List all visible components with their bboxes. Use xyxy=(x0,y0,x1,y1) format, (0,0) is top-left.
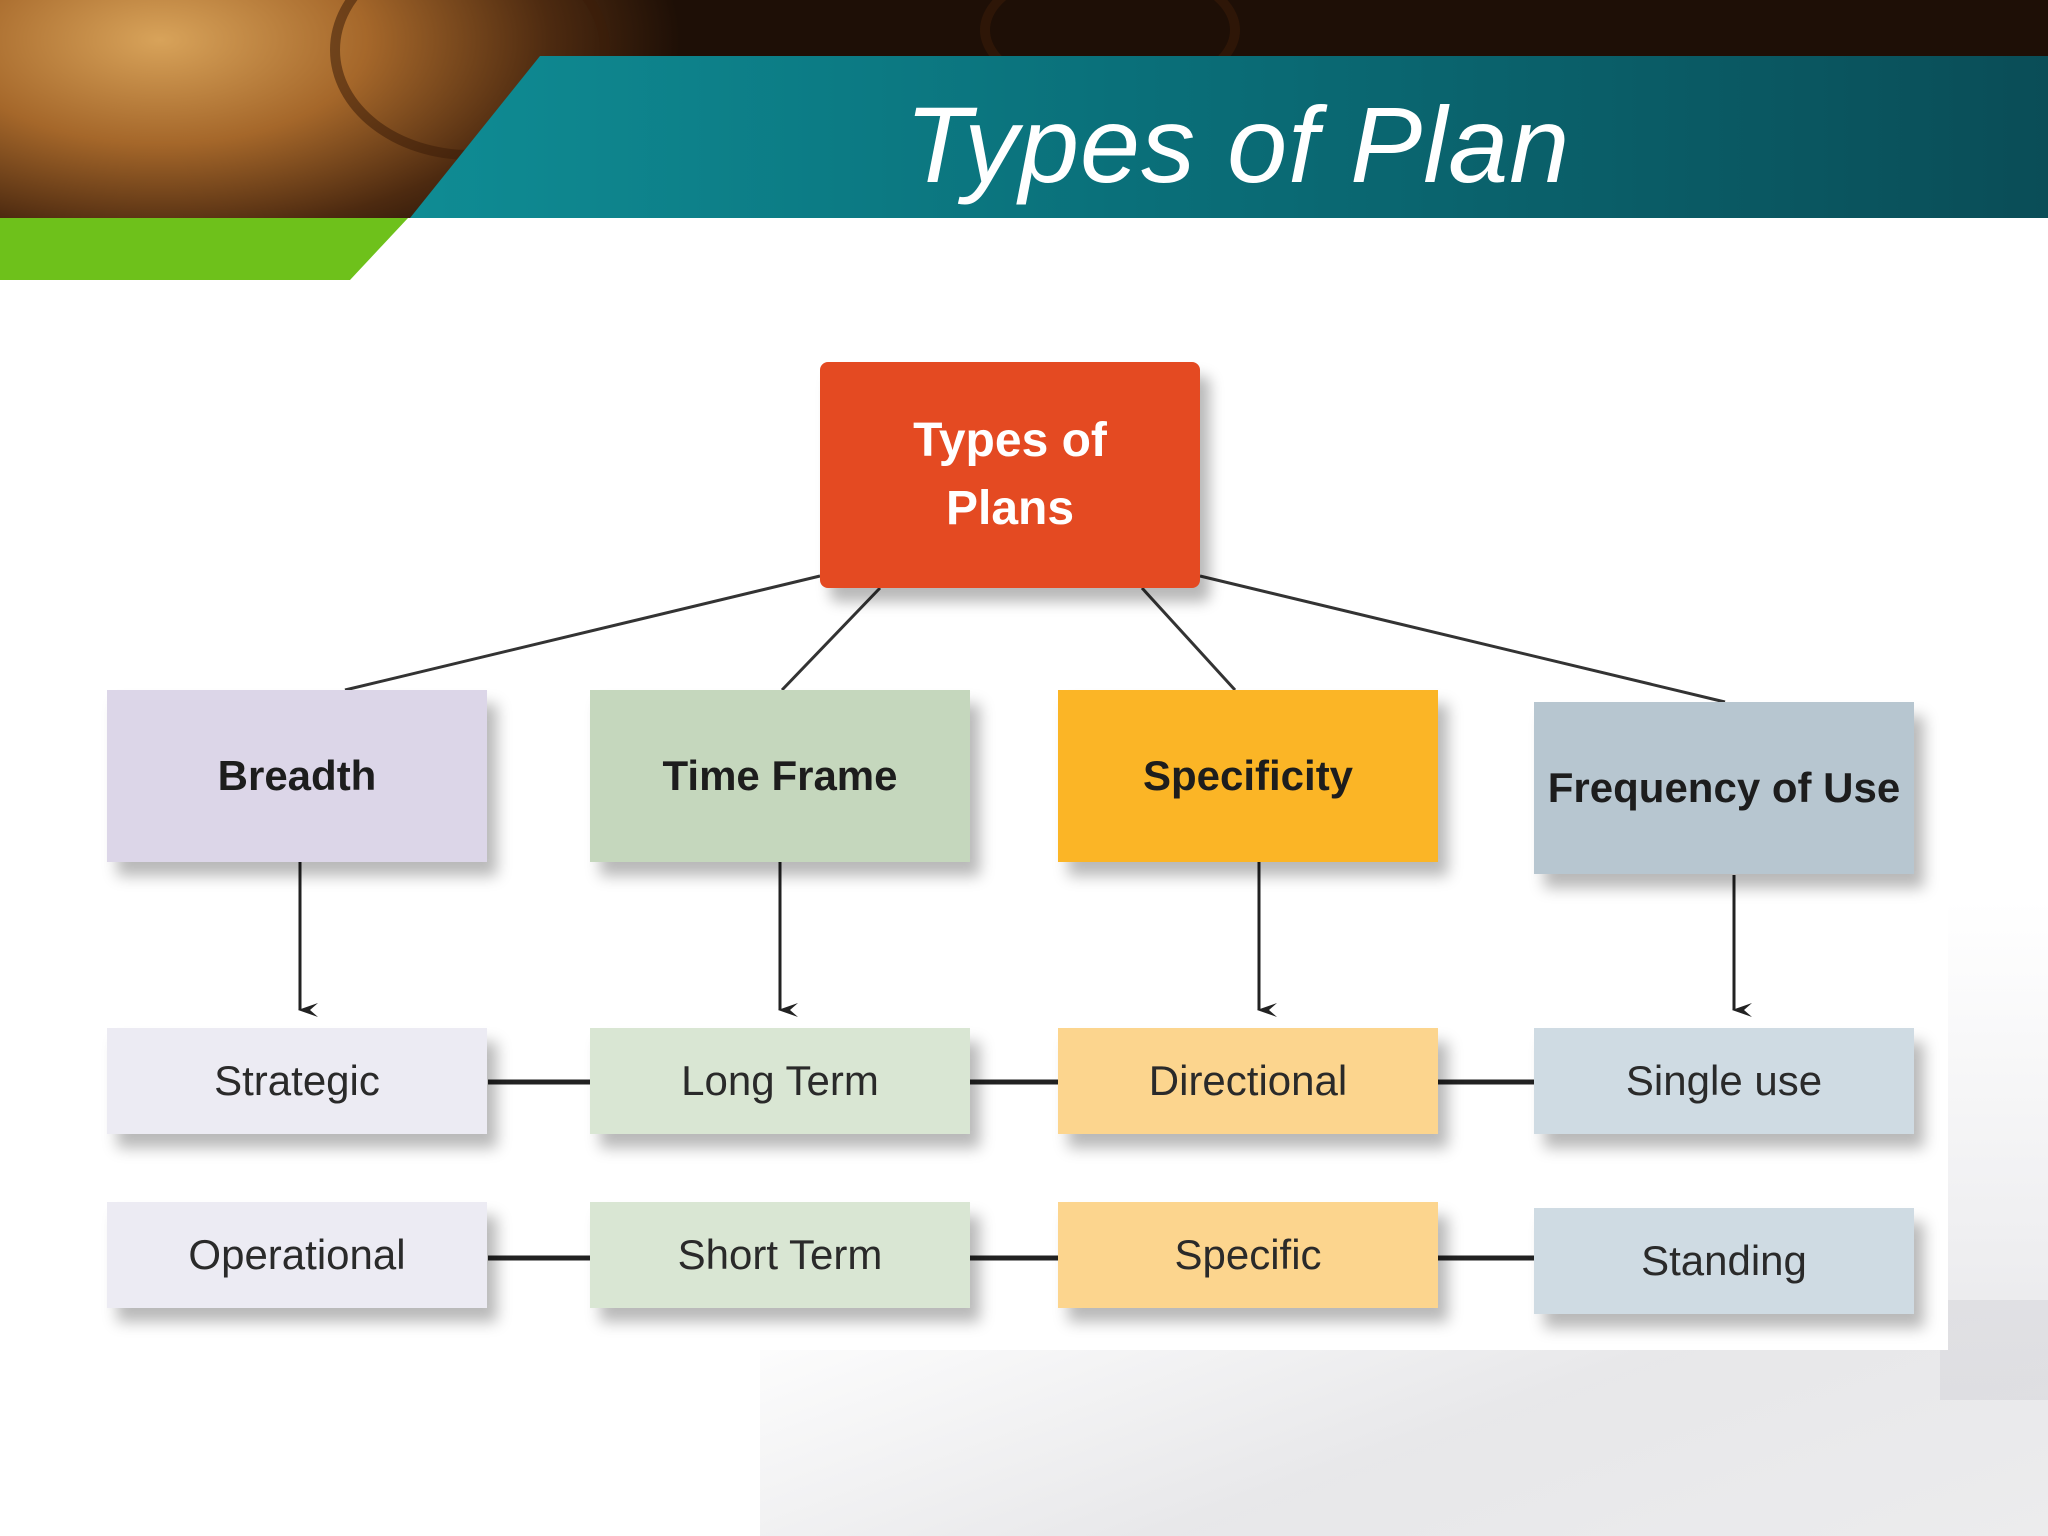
category-label: Breadth xyxy=(217,752,377,799)
root-node-types-of-plans: Types of Plans xyxy=(820,362,1200,588)
sub-node-single-use: Single use xyxy=(1534,1028,1914,1134)
background-decoration-right xyxy=(1940,900,2048,1400)
category-label: Time Frame xyxy=(662,752,898,799)
sub-node-directional: Directional xyxy=(1058,1028,1438,1134)
sub-node-label: Short Term xyxy=(677,1231,883,1278)
sub-node-label: Strategic xyxy=(214,1057,380,1104)
sub-node-label: Standing xyxy=(1641,1237,1807,1284)
category-time-frame: Time Frame xyxy=(590,690,970,862)
category-frequency-of-use: Frequency of Use xyxy=(1534,702,1914,874)
sub-node-label: Single use xyxy=(1625,1057,1823,1104)
connector-root-timeframe xyxy=(780,586,882,692)
sub-node-operational: Operational xyxy=(107,1202,487,1308)
category-label: Specificity xyxy=(1142,752,1354,799)
sub-node-long-term: Long Term xyxy=(590,1028,970,1134)
slide-title: Types of Plan xyxy=(905,84,1571,205)
sub-node-label: Directional xyxy=(1148,1057,1348,1104)
sub-node-label: Operational xyxy=(188,1231,406,1278)
sub-node-strategic: Strategic xyxy=(107,1028,487,1134)
connector-root-specificity xyxy=(1140,586,1237,692)
header-teal-band xyxy=(410,56,2048,218)
header-green-accent xyxy=(0,218,408,280)
connector-root-breadth xyxy=(344,574,821,692)
sub-node-short-term: Short Term xyxy=(590,1202,970,1308)
connector-root-frequency xyxy=(1199,574,1726,704)
sub-node-label: Specific xyxy=(1174,1231,1322,1278)
sub-node-specific: Specific xyxy=(1058,1202,1438,1308)
sub-node-label: Long Term xyxy=(681,1057,879,1104)
root-node-line1: Types of xyxy=(913,414,1107,467)
sub-node-standing: Standing xyxy=(1534,1208,1914,1314)
root-node-line2: Plans xyxy=(945,482,1075,535)
category-label: Frequency of Use xyxy=(1547,764,1901,811)
category-specificity: Specificity xyxy=(1058,690,1438,862)
category-breadth: Breadth xyxy=(107,690,487,862)
